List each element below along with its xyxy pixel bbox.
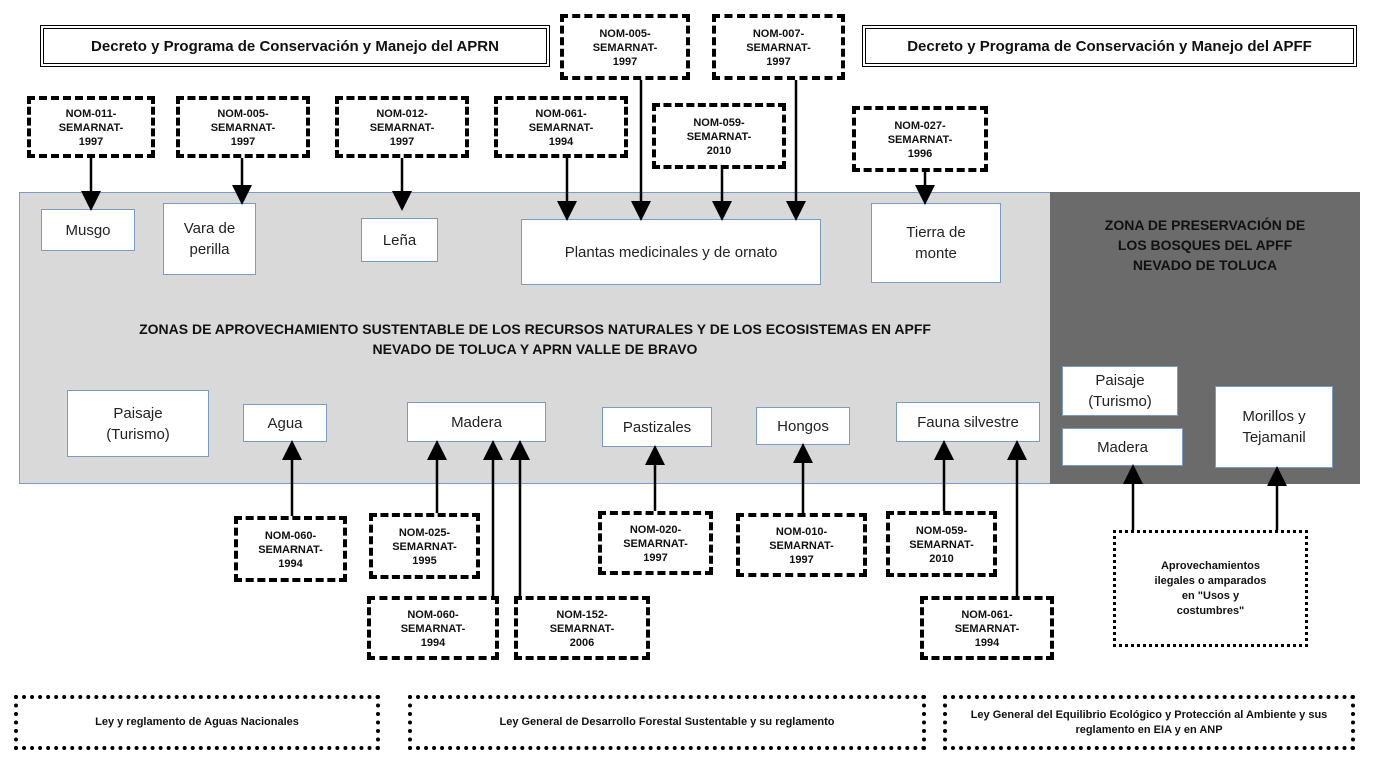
nom-027-box: NOM-027- SEMARNAT- 1996 (852, 106, 988, 172)
ley-aguas-nacionales-box: Ley y reglamento de Aguas Nacionales (14, 695, 380, 750)
resource-fauna-silvestre: Fauna silvestre (896, 402, 1040, 442)
resource-tierra-de-monte: Tierra de monte (871, 203, 1001, 283)
preservacion-zone-title: ZONA DE PRESERVACIÓN DE LOS BOSQUES DEL … (1104, 217, 1306, 273)
nom-061-box-top: NOM-061- SEMARNAT- 1994 (494, 96, 628, 158)
aprovechamiento-zone-title: ZONAS DE APROVECHAMIENTO SUSTENTABLE DE … (139, 321, 931, 357)
resource-pastizales: Pastizales (602, 407, 712, 447)
nom-152-box: NOM-152- SEMARNAT- 2006 (514, 596, 650, 660)
resource-madera: Madera (407, 402, 546, 442)
resource-paisaje-pres: Paisaje (Turismo) (1062, 366, 1178, 416)
nom-005-box-center: NOM-005- SEMARNAT- 1997 (560, 14, 690, 80)
nom-025-box: NOM-025- SEMARNAT- 1995 (369, 513, 480, 579)
nom-011-box: NOM-011- SEMARNAT- 1997 (27, 96, 155, 158)
nom-061-box-bottom: NOM-061- SEMARNAT- 1994 (920, 596, 1054, 660)
resource-plantas-medicinales: Plantas medicinales y de ornato (521, 219, 821, 285)
resource-agua: Agua (243, 404, 327, 442)
resource-madera-pres: Madera (1062, 428, 1183, 466)
nom-059-box-bottom: NOM-059- SEMARNAT- 2010 (886, 511, 997, 577)
resource-lena: Leña (361, 218, 438, 262)
nom-059-box-top: NOM-059- SEMARNAT- 2010 (652, 103, 786, 169)
nom-005-box-left: NOM-005- SEMARNAT- 1997 (176, 96, 310, 158)
ley-desarrollo-forestal-box: Ley General de Desarrollo Forestal Suste… (408, 695, 926, 750)
nom-007-box: NOM-007- SEMARNAT- 1997 (712, 14, 845, 80)
nom-010-box: NOM-010- SEMARNAT- 1997 (736, 513, 867, 577)
resource-vara-de-perilla: Vara de perilla (163, 203, 256, 275)
nom-060-box-madera: NOM-060- SEMARNAT- 1994 (367, 596, 499, 660)
nom-020-box: NOM-020- SEMARNAT- 1997 (598, 511, 713, 575)
nom-060-box-agua: NOM-060- SEMARNAT- 1994 (234, 516, 347, 582)
aprovechamientos-ilegales-box: Aprovechamientos ilegales o amparados en… (1113, 530, 1308, 647)
ley-equilibrio-ecologico-box: Ley General del Equilibrio Ecológico y P… (943, 695, 1355, 750)
nom-012-box: NOM-012- SEMARNAT- 1997 (335, 96, 469, 158)
decreto-apff-box: Decreto y Programa de Conservación y Man… (862, 25, 1357, 67)
decreto-aprn-box: Decreto y Programa de Conservación y Man… (40, 25, 550, 67)
resource-morillos: Morillos y Tejamanil (1215, 386, 1333, 468)
resource-paisaje: Paisaje (Turismo) (67, 390, 209, 457)
